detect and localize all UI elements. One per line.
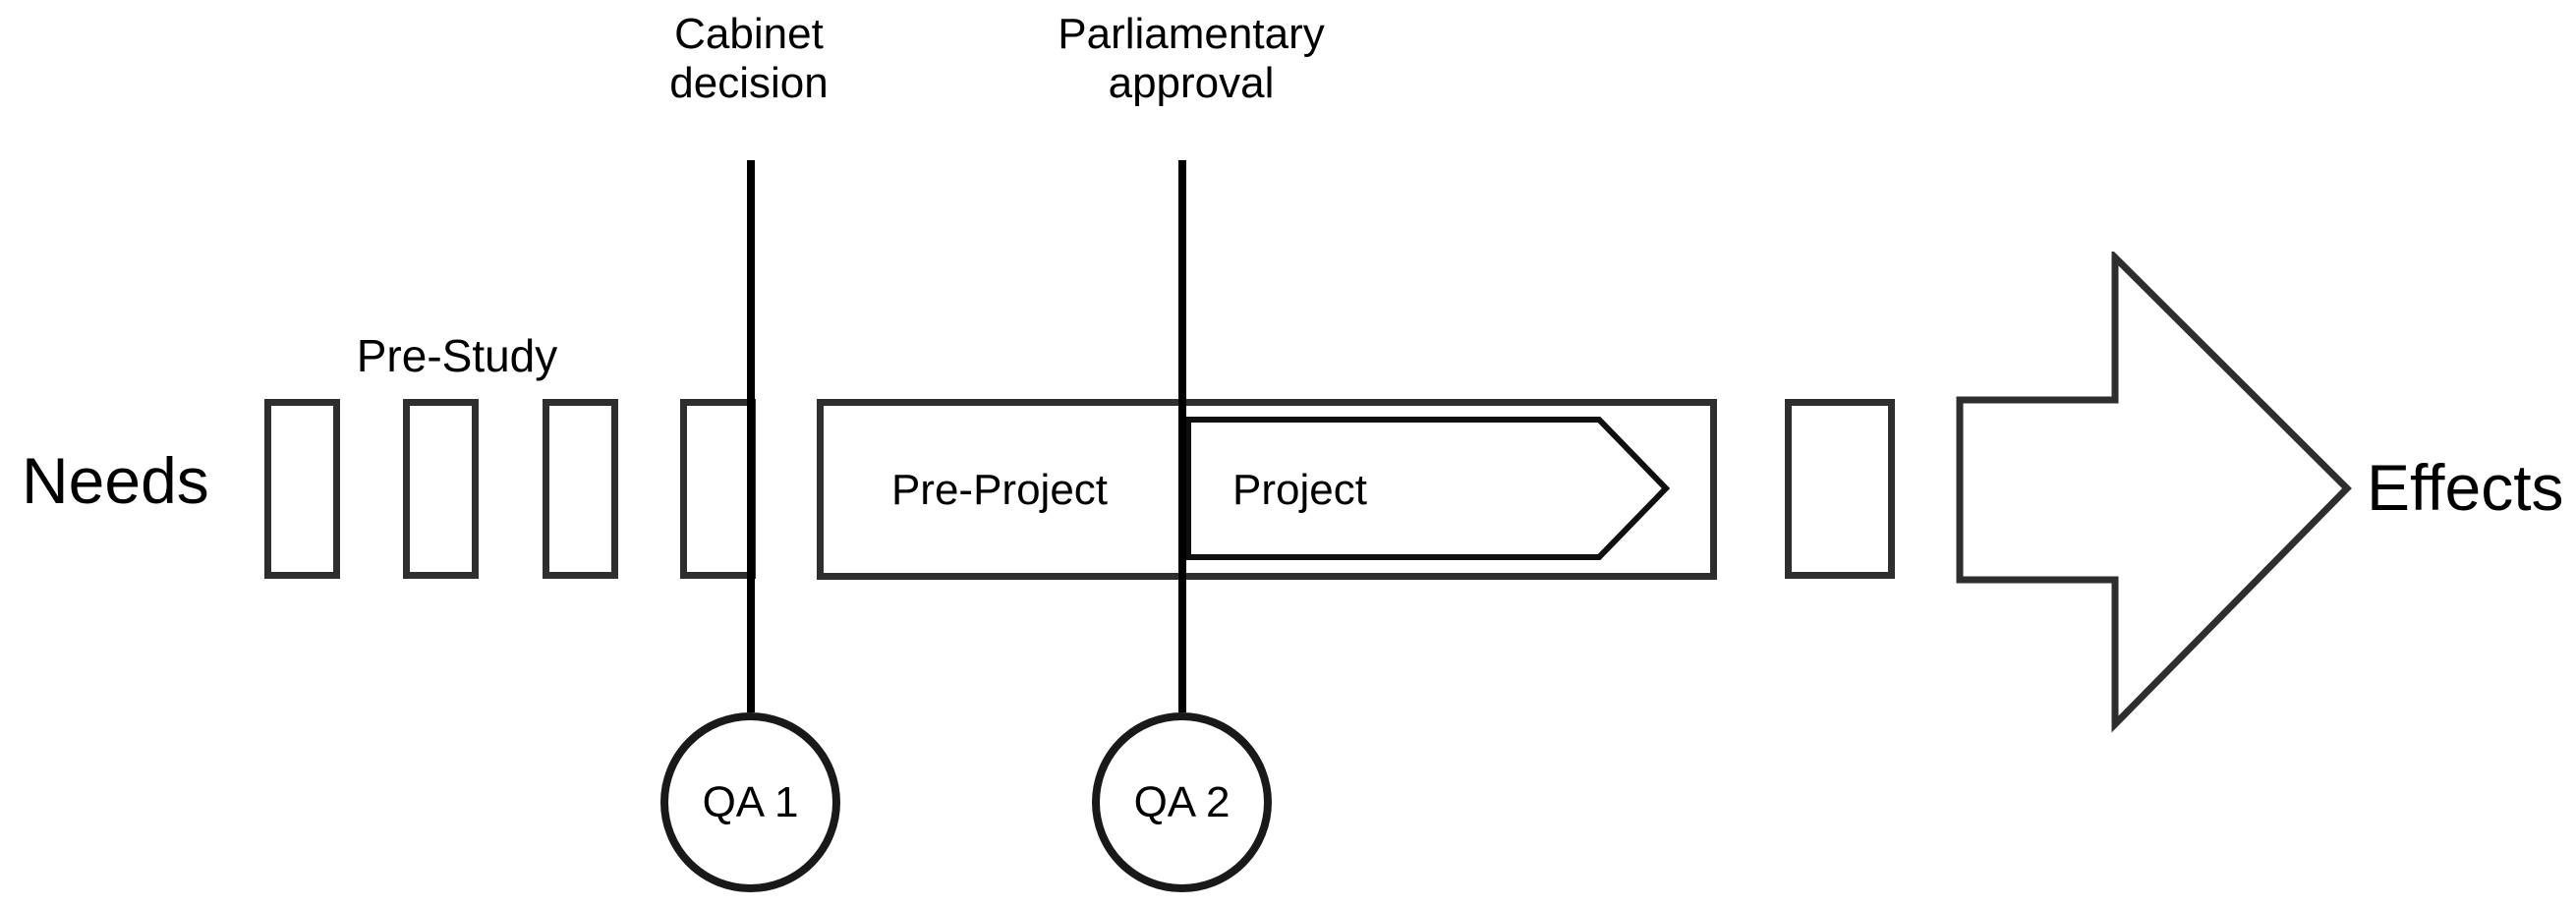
- effects-label: Effects: [2367, 451, 2564, 524]
- pre-project-label: Pre-Project: [890, 466, 1109, 514]
- project-arrow-shape: [1185, 417, 1671, 560]
- cabinet-decision-line: [747, 160, 755, 712]
- pre-study-box-4: [680, 399, 756, 579]
- project-label: Project: [1232, 466, 1367, 514]
- parliamentary-approval-label: Parliamentary approval: [1058, 10, 1324, 108]
- needs-label: Needs: [22, 444, 209, 517]
- cabinet-decision-line2: decision: [669, 59, 829, 107]
- project-arrow-outline: [1185, 417, 1671, 560]
- cabinet-decision-label: Cabinet decision: [669, 10, 828, 108]
- parliamentary-approval-line2: approval: [1108, 59, 1275, 107]
- pre-study-box-1: [264, 399, 340, 579]
- qa1-label: QA 1: [702, 777, 799, 826]
- pre-study-label: Pre-Study: [356, 330, 558, 381]
- post-project-box: [1785, 399, 1895, 579]
- qa2-label: QA 2: [1133, 777, 1231, 826]
- effects-arrow-outline: [1956, 252, 2352, 733]
- qa1-circle: QA 1: [660, 712, 840, 892]
- pre-study-box-2: [403, 399, 479, 579]
- effects-arrow: [1956, 252, 2352, 733]
- qa2-circle: QA 2: [1092, 712, 1272, 892]
- parliamentary-approval-line1: Parliamentary: [1058, 10, 1325, 58]
- parliamentary-approval-line: [1178, 160, 1186, 712]
- pre-study-box-3: [543, 399, 618, 579]
- cabinet-decision-line1: Cabinet: [674, 10, 824, 58]
